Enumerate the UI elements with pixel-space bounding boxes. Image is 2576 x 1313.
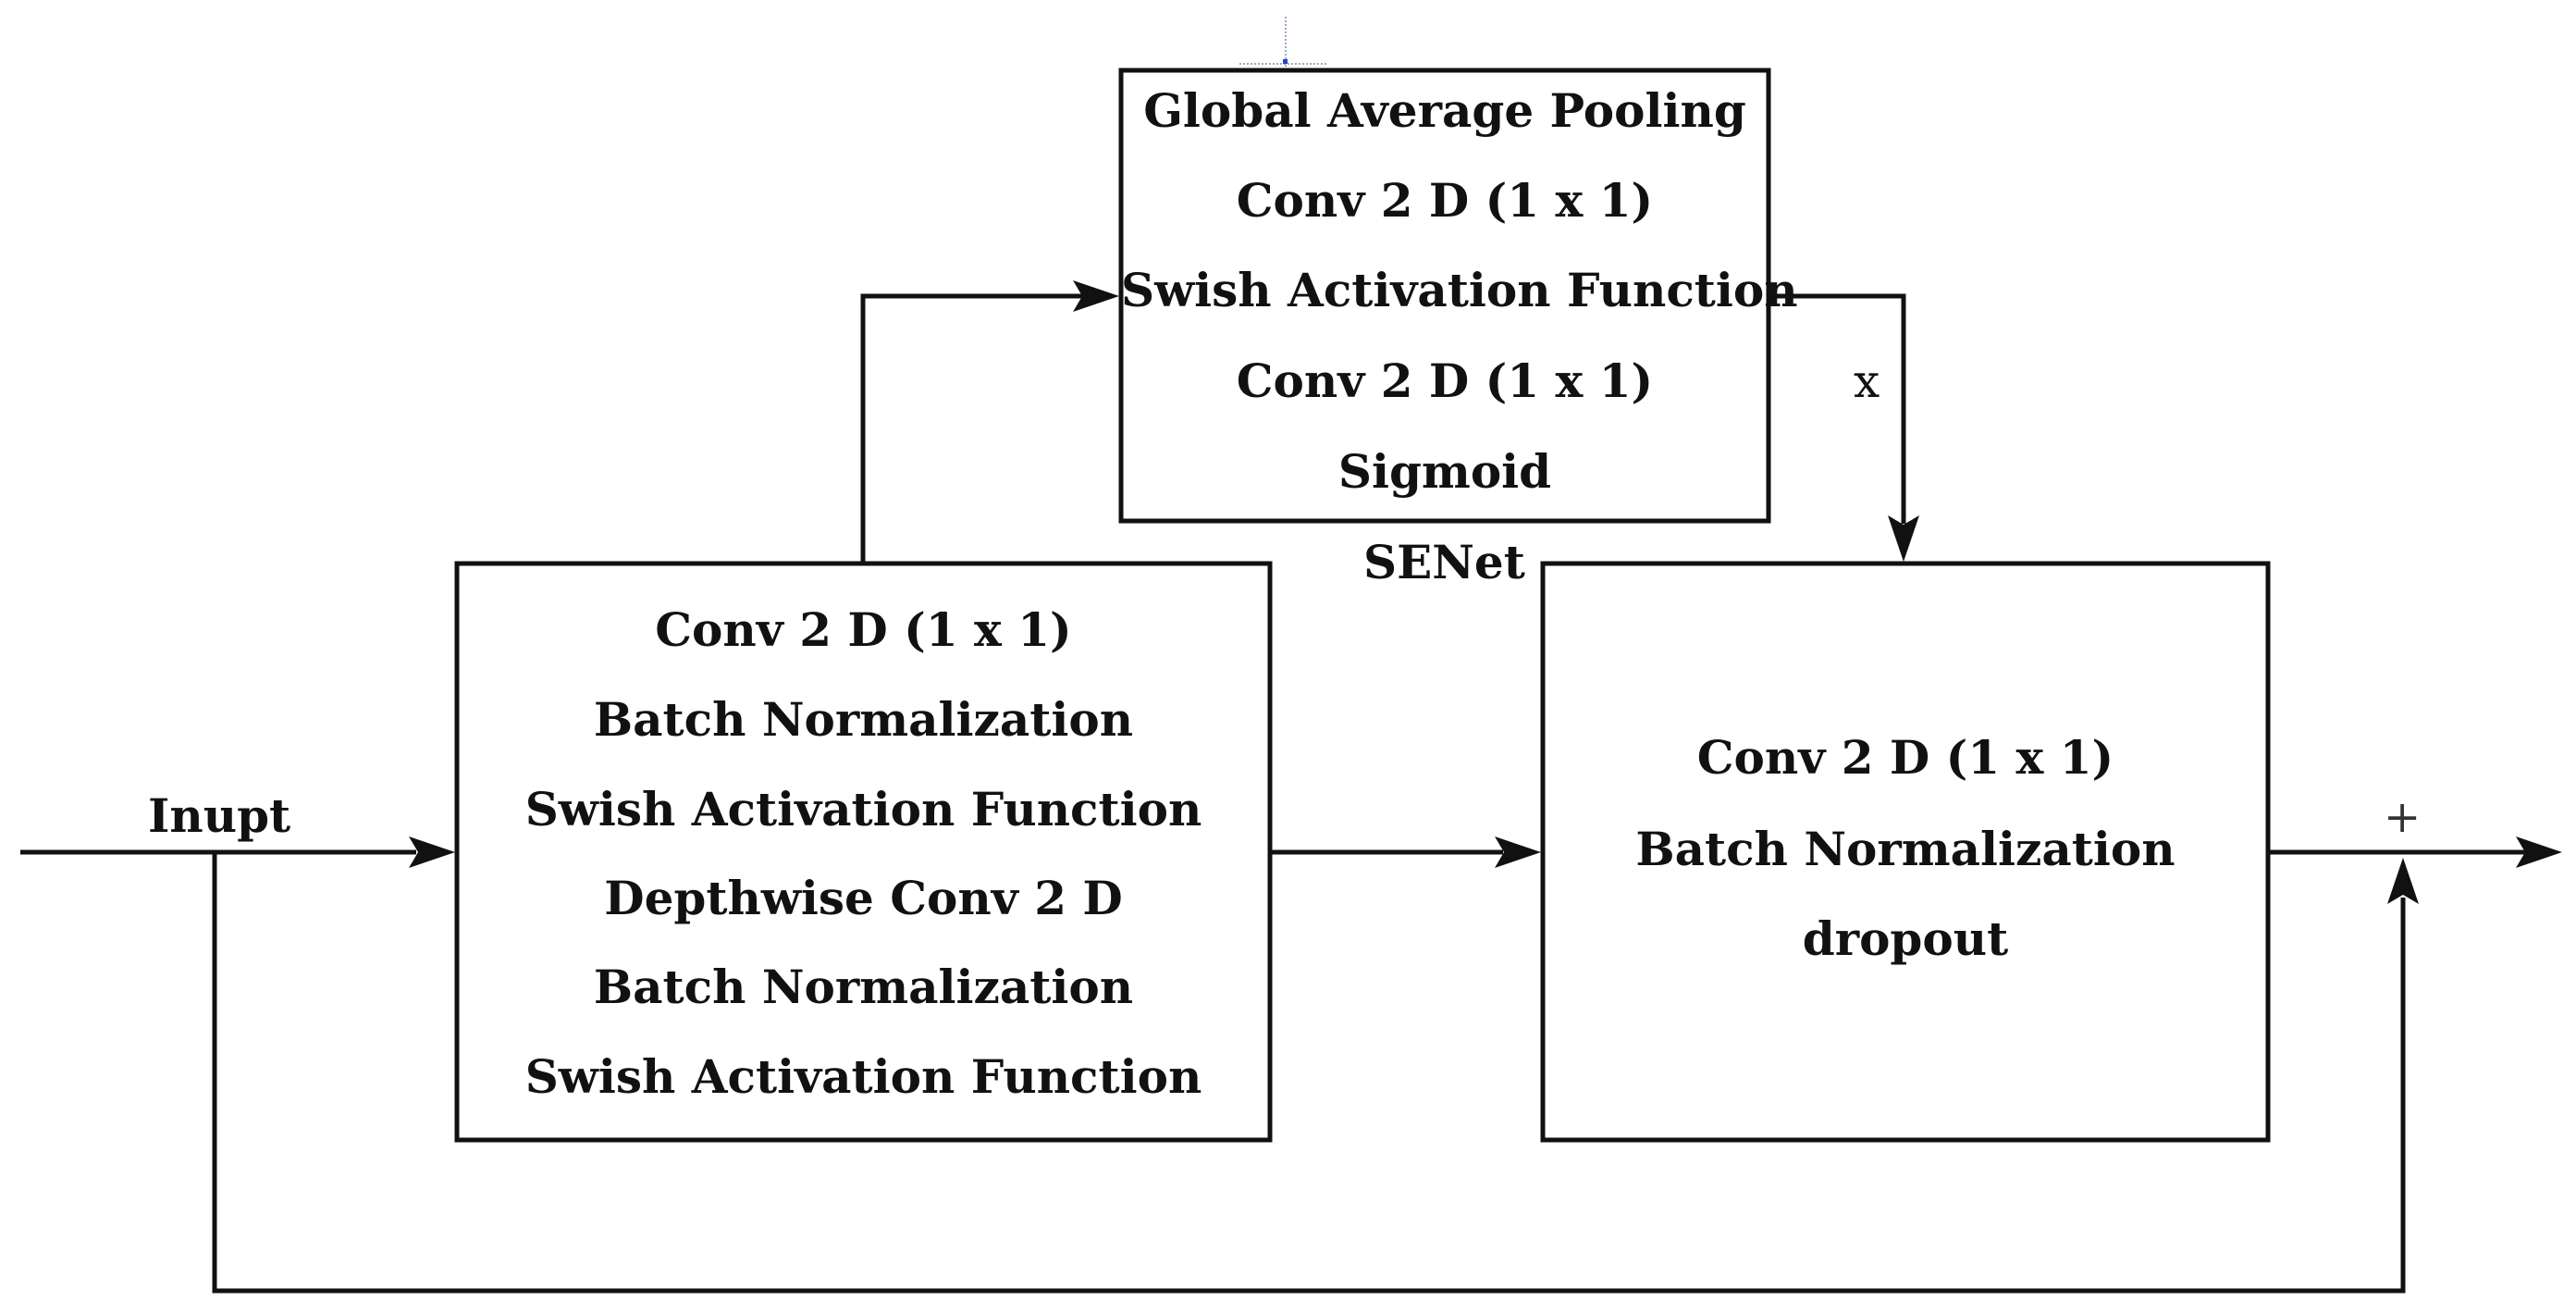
skip-connection-arrowhead [2387,858,2419,904]
senet-block: Global Average Pooling Conv 2 D (1 x 1) … [1121,70,1798,521]
mbconv-line-1: Conv 2 D (1 x 1) [655,602,1072,657]
senet-line-4: Conv 2 D (1 x 1) [1236,353,1654,408]
skip-connection-line [212,852,2406,1294]
input-arrowhead [409,836,455,868]
senet-return-arrowhead [1888,515,1919,562]
output-arrowhead [2516,836,2562,868]
senet-caption: SENet [1363,535,1525,589]
output-block: Conv 2 D (1 x 1) Batch Normalization dro… [1543,564,2268,1140]
mbconv-line-2: Batch Normalization [593,692,1134,747]
senet-line-2: Conv 2 D (1 x 1) [1236,173,1654,228]
senet-line-5: Sigmoid [1337,444,1552,499]
multiply-label: x [1854,354,1880,408]
mbconv-line-4: Depthwise Conv 2 D [604,871,1123,925]
add-label: + [2384,791,2422,843]
output-line-2: Batch Normalization [1635,822,2175,876]
senet-branch-arrowhead [1073,280,1119,312]
senet-branch-line [860,293,1082,564]
senet-return-line [1769,293,1906,524]
main-path-arrowhead [1495,836,1541,868]
mbconv-block: Conv 2 D (1 x 1) Batch Normalization Swi… [457,564,1270,1140]
top-marker-dot [1283,59,1288,64]
senet-line-1: Global Average Pooling [1143,83,1746,138]
input-label: Inupt [148,788,291,843]
mbconv-line-5: Batch Normalization [593,960,1134,1014]
output-line-1: Conv 2 D (1 x 1) [1696,730,2114,785]
mbconv-line-6: Swish Activation Function [524,1049,1202,1104]
output-line-3: dropout [1802,911,2009,966]
mbconv-line-3: Swish Activation Function [524,782,1202,836]
senet-line-3: Swish Activation Function [1121,263,1798,317]
